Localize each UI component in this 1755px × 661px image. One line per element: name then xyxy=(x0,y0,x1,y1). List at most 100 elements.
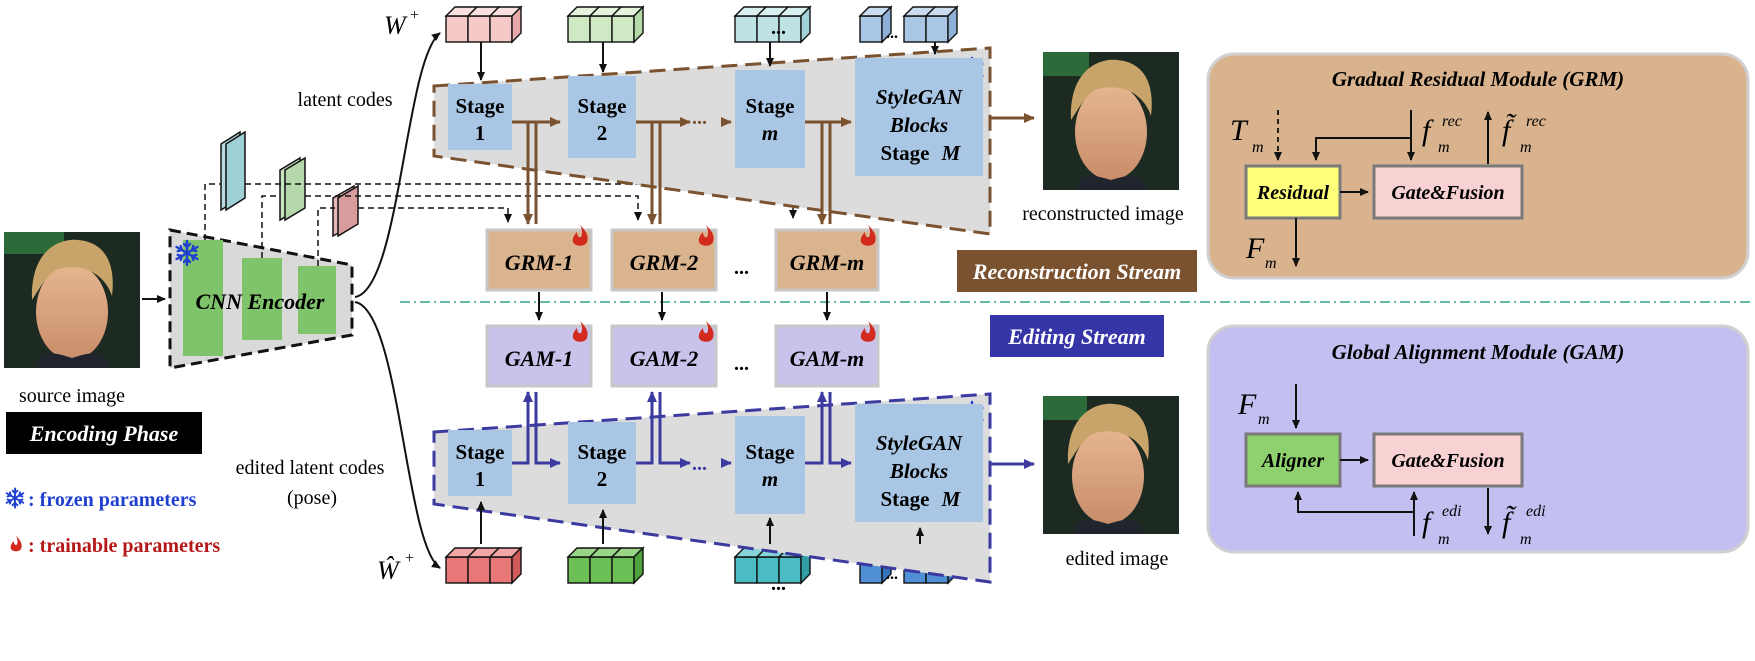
edit-stage-2: Stage 2 xyxy=(568,422,636,504)
svg-text:Aligner: Aligner xyxy=(1260,450,1324,472)
latent-code-M-a xyxy=(858,5,893,44)
latent-code-m xyxy=(733,5,812,44)
svg-text:Reconstruction Stream: Reconstruction Stream xyxy=(972,259,1181,284)
svg-text:Stage: Stage xyxy=(456,94,505,118)
svg-text:+: + xyxy=(410,7,419,24)
svg-text:M: M xyxy=(941,141,962,165)
svg-text:Stage: Stage xyxy=(578,440,627,464)
svg-text:F: F xyxy=(1237,388,1257,421)
edited-latent-codes-label: edited latent codes xyxy=(236,457,385,479)
gam-2: GAM-2 xyxy=(610,321,718,388)
svg-text:GAM-2: GAM-2 xyxy=(630,346,698,371)
svg-text:1: 1 xyxy=(475,121,486,145)
recon-stage-m: Stage m xyxy=(735,70,805,168)
svg-text:F: F xyxy=(1245,232,1265,265)
ellipsis: ... xyxy=(886,566,898,583)
gate-fusion-block-grm xyxy=(1372,164,1524,220)
edit-stylegan-blocks: StyleGAN Blocks Stage M xyxy=(855,404,983,522)
grm-panel-title: Gradual Residual Module (GRM) xyxy=(1332,67,1624,91)
svg-text:GRM-2: GRM-2 xyxy=(630,250,698,275)
latent-code-1 xyxy=(444,5,523,44)
latent-code-2 xyxy=(566,5,645,44)
gate-fusion-block-gam xyxy=(1372,432,1524,488)
svg-text:m: m xyxy=(1252,139,1264,156)
feature-map-3 xyxy=(332,184,359,238)
grm-panel: Gradual Residual Module (GRM) T m Residu… xyxy=(1206,52,1750,280)
svg-text:Residual: Residual xyxy=(1256,182,1330,204)
svg-text:StyleGAN: StyleGAN xyxy=(876,431,963,455)
svg-text:rec: rec xyxy=(1526,113,1546,130)
svg-text:: frozen parameters: : frozen parameters xyxy=(28,489,197,511)
svg-text:GRM-1: GRM-1 xyxy=(505,250,573,275)
svg-text:m: m xyxy=(762,467,778,491)
latent-code-M-b xyxy=(902,5,959,44)
svg-text:rec: rec xyxy=(1442,113,1462,130)
grm-m: GRM-m xyxy=(774,225,880,292)
legend-frozen: : frozen parameters xyxy=(5,487,197,511)
recon-stage-1: Stage 1 xyxy=(448,84,512,150)
legend-trainable: : trainable parameters xyxy=(10,535,220,557)
w-plus-symbol: W + xyxy=(384,7,419,40)
encoding-phase-banner xyxy=(6,412,202,454)
pose-label: (pose) xyxy=(287,487,337,509)
edited-latent-code-1 xyxy=(444,546,523,585)
edit-stage-m: Stage m xyxy=(735,416,805,514)
editing-stream-banner xyxy=(990,315,1164,357)
svg-text:GAM-m: GAM-m xyxy=(790,346,865,371)
reconstructed-image-label: reconstructed image xyxy=(1022,203,1184,225)
svg-text:Stage: Stage xyxy=(746,440,795,464)
svg-text:GRM-m: GRM-m xyxy=(790,250,865,275)
svg-text:T: T xyxy=(1230,114,1249,147)
reconstruction-stream-banner xyxy=(957,250,1197,292)
svg-text:...: ... xyxy=(692,107,707,129)
svg-text:+: + xyxy=(405,550,414,567)
edited-latent-code-2 xyxy=(566,546,645,585)
gam-panel: Global Alignment Module (GAM) F m Aligne… xyxy=(1206,324,1750,554)
svg-text:Blocks: Blocks xyxy=(889,459,948,483)
aligner-block xyxy=(1244,432,1342,488)
grm-1: GRM-1 xyxy=(485,225,593,292)
recon-stage-2: Stage 2 xyxy=(568,76,636,158)
edit-stage-1: Stage 1 xyxy=(448,430,512,496)
svg-text:m: m xyxy=(1438,531,1450,548)
svg-text:...: ... xyxy=(734,353,749,375)
svg-text:edi: edi xyxy=(1442,503,1462,520)
svg-text:Editing Stream: Editing Stream xyxy=(1007,324,1146,349)
svg-text:Blocks: Blocks xyxy=(889,113,948,137)
svg-text:...: ... xyxy=(771,17,786,39)
svg-text:Gate&Fusion: Gate&Fusion xyxy=(1391,182,1504,204)
reconstructed-image xyxy=(1043,52,1179,190)
svg-text:Stage: Stage xyxy=(456,440,505,464)
svg-text:W: W xyxy=(384,11,408,40)
recon-stylegan-blocks: StyleGAN Blocks Stage M xyxy=(855,58,983,176)
svg-text:StyleGAN: StyleGAN xyxy=(876,85,963,109)
latent-codes-label: latent codes xyxy=(298,89,393,111)
svg-text:M: M xyxy=(941,487,962,511)
svg-text:...: ... xyxy=(771,573,786,595)
svg-text:...: ... xyxy=(692,453,707,475)
svg-text:m: m xyxy=(1438,139,1450,156)
svg-text:m: m xyxy=(1258,411,1270,428)
feature-map-1 xyxy=(220,130,246,212)
svg-text:Stage: Stage xyxy=(746,94,795,118)
edited-image xyxy=(1043,396,1179,534)
source-image-label: source image xyxy=(19,385,125,407)
gam-panel-title: Global Alignment Module (GAM) xyxy=(1332,340,1625,364)
source-image xyxy=(4,232,140,368)
w-hat-plus-symbol: Ŵ + xyxy=(377,550,414,585)
svg-text:Stage: Stage xyxy=(881,487,930,511)
svg-text:m: m xyxy=(1265,255,1277,272)
gam-m: GAM-m xyxy=(774,321,880,388)
svg-text:Gate&Fusion: Gate&Fusion xyxy=(1391,450,1504,472)
svg-text:...: ... xyxy=(734,257,749,279)
svg-text:Stage: Stage xyxy=(578,94,627,118)
svg-text:Stage: Stage xyxy=(881,141,930,165)
svg-text:2: 2 xyxy=(597,121,608,145)
svg-text:GAM-1: GAM-1 xyxy=(505,346,573,371)
svg-text:CNN Encoder: CNN Encoder xyxy=(196,289,325,314)
residual-block xyxy=(1244,164,1342,220)
svg-text:Ŵ: Ŵ xyxy=(377,556,401,585)
svg-text:2: 2 xyxy=(597,467,608,491)
cnn-encoder: CNN Encoder xyxy=(168,228,354,370)
